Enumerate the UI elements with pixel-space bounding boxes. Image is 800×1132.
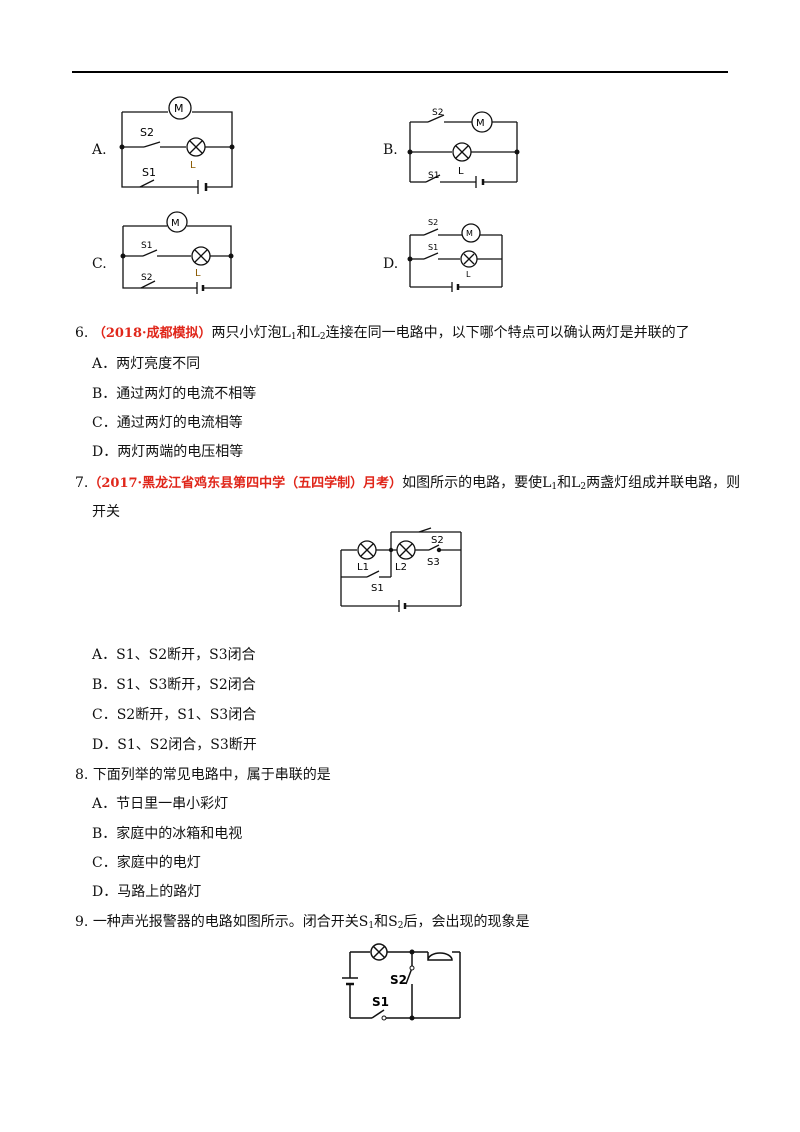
- circuit-b-figure: M S2 S1 L: [407, 108, 520, 188]
- q8-option-a[interactable]: A．节日里一串小彩灯: [92, 796, 229, 812]
- question-6-stem: 6. （2018·成都模拟）两只小灯泡L1和L2连接在同一电路中，以下哪个特点可…: [75, 325, 690, 342]
- s1-label: S1: [372, 995, 389, 1009]
- q8-option-c[interactable]: C．家庭中的电灯: [92, 855, 201, 871]
- s1-label: S1: [142, 166, 156, 179]
- question-source: （2018·成都模拟）: [92, 326, 212, 341]
- s2-label: S2: [428, 218, 438, 227]
- q7-option-c[interactable]: C．S2断开，S1、S3闭合: [92, 707, 257, 723]
- option-d-label[interactable]: D.: [383, 256, 399, 272]
- question-number: 6.: [75, 325, 89, 341]
- option-a-label[interactable]: A.: [92, 142, 107, 158]
- motor-label: M: [171, 218, 180, 229]
- lamp-label: L: [458, 166, 464, 177]
- q6-option-b[interactable]: B．通过两灯的电流不相等: [92, 386, 257, 402]
- s3-label: S3: [427, 557, 440, 568]
- question-7-stem-line2: 开关: [92, 504, 120, 520]
- s1-label: S1: [428, 171, 439, 181]
- q7-option-a[interactable]: A．S1、S2断开，S3闭合: [92, 647, 256, 663]
- motor-label: M: [476, 118, 485, 129]
- question-number: 7.: [75, 475, 89, 491]
- s2-label: S2: [140, 126, 154, 139]
- question-number: 9.: [75, 914, 89, 930]
- l1-label: L1: [357, 562, 369, 573]
- q7-option-b[interactable]: B．S1、S3断开，S2闭合: [92, 677, 256, 693]
- s2-label: S2: [141, 273, 152, 283]
- question-8-stem: 8. 下面列举的常见电路中，属于串联的是: [75, 767, 331, 783]
- circuit-a-figure: M S2 S1 L: [119, 96, 235, 194]
- q7-option-d[interactable]: D．S1、S2闭合，S3断开: [92, 737, 257, 753]
- motor-label: M: [466, 229, 473, 238]
- s1-label: S1: [141, 241, 152, 251]
- s2-label: S2: [432, 108, 443, 118]
- q6-option-a[interactable]: A．两灯亮度不同: [92, 356, 201, 372]
- q7-circuit-figure: L1 L2 S2 S3 S1: [340, 527, 462, 612]
- circuit-d-figure: M S2 S1 L: [407, 218, 503, 292]
- q8-option-b[interactable]: B．家庭中的冰箱和电视: [92, 826, 243, 842]
- question-source: （2017·黑龙江省鸡东县第四中学（五四学制）月考）: [88, 476, 403, 491]
- motor-label: M: [174, 102, 184, 115]
- s2-label: S2: [390, 973, 407, 987]
- circuit-c-figure: M S1 S2 L: [120, 211, 234, 294]
- question-9-stem: 9. 一种声光报警器的电路如图所示。闭合开关S1和S2后，会出现的现象是: [75, 914, 530, 931]
- q6-option-d[interactable]: D．两灯两端的电压相等: [92, 444, 244, 460]
- s1-label: S1: [371, 583, 384, 594]
- q8-option-d[interactable]: D．马路上的路灯: [92, 884, 202, 900]
- option-c-label[interactable]: C.: [92, 256, 107, 272]
- q9-circuit-figure: S2 S1: [342, 943, 461, 1021]
- l2-label: L2: [395, 562, 407, 573]
- lamp-label: L: [466, 270, 471, 279]
- header-rule: [72, 71, 728, 73]
- lamp-label: L: [190, 160, 196, 171]
- question-7-stem: 7.（2017·黑龙江省鸡东县第四中学（五四学制）月考）如图所示的电路，要使L1…: [75, 475, 741, 492]
- s2-label: S2: [431, 535, 444, 546]
- q6-option-c[interactable]: C．通过两灯的电流相等: [92, 415, 243, 431]
- option-b-label[interactable]: B.: [383, 142, 398, 158]
- lamp-label: L: [195, 268, 201, 279]
- question-number: 8.: [75, 767, 89, 783]
- s1-label: S1: [428, 243, 438, 252]
